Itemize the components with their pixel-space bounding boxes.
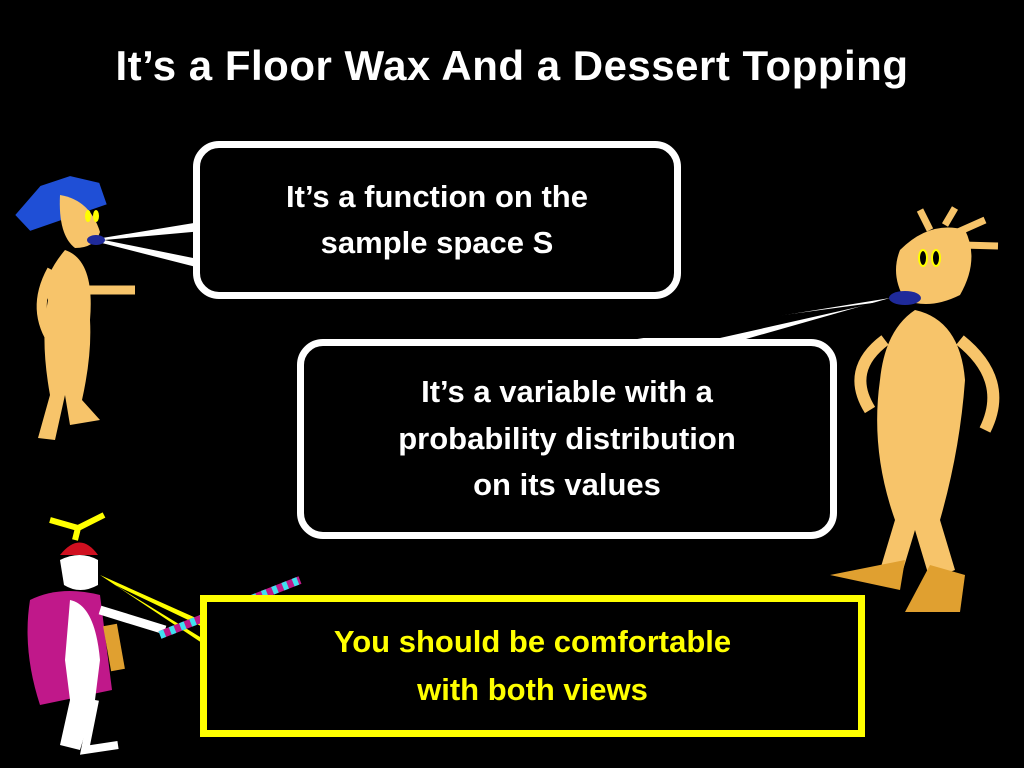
bubble-text-line: sample space S: [320, 225, 554, 260]
napoleon-figure-icon: [12, 173, 135, 440]
bubble-text-line: It’s a function on the: [286, 178, 588, 214]
bubble2-tail: [600, 298, 890, 345]
propeller-cap-figure-icon: [27, 512, 167, 755]
bubble1-tail: [90, 222, 203, 268]
bubble-text-line: It’s a variable with a: [421, 374, 713, 410]
speech-bubble-function-view: It’s a function on the sample space S: [193, 141, 681, 299]
bubble-text-line: You should be comfortable: [333, 623, 732, 659]
bubble-text-line: probability distribution: [398, 420, 736, 456]
bubble-text-line: on its values: [473, 467, 661, 503]
bubble-text-line: with both views: [417, 672, 648, 707]
wild-hair-figure-icon: [830, 206, 1000, 612]
speech-box-conclusion: You should be comfortable with both view…: [200, 595, 865, 737]
speech-bubble-variable-view: It’s a variable with a probability distr…: [297, 339, 837, 539]
slide-title: It’s a Floor Wax And a Dessert Topping: [115, 42, 909, 89]
